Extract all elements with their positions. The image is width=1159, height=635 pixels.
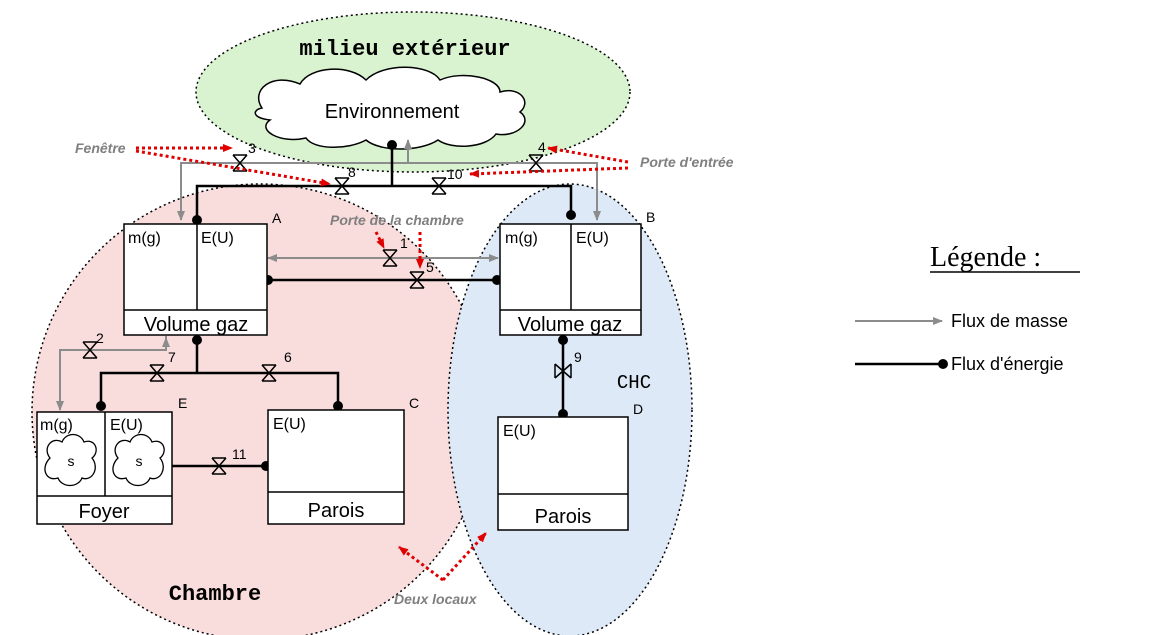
valve-6 [261, 364, 277, 382]
annotation-porte-entree: Porte d'entrée [640, 154, 734, 170]
valve-9-label: 9 [574, 349, 582, 365]
energy-flow-env-B [392, 184, 573, 215]
node-E-name: Foyer [78, 501, 129, 523]
valve-5-label: 5 [426, 259, 434, 275]
dot-B-bottom [558, 335, 568, 345]
valve-11 [211, 457, 227, 475]
node-B-name: Volume gaz [518, 314, 623, 336]
mass-flow-env-A [177, 162, 408, 221]
arrow-fenetre-8 [135, 149, 331, 187]
energy-flow-A-C [197, 371, 340, 406]
node-C-name: Parois [308, 500, 365, 522]
dot-C-top [333, 401, 343, 411]
valve-2 [82, 341, 98, 359]
dot-env [387, 140, 397, 150]
room-label-chambre: Chambre [169, 582, 261, 607]
node-A: m(g) E(U) Volume gaz A [123, 210, 282, 336]
source-cloud-icon-1 [44, 433, 97, 487]
dot-A-bottom [192, 335, 202, 345]
energy-flow-dots [96, 140, 576, 471]
node-D-name: Parois [535, 506, 592, 528]
node-B-energy: E(U) [576, 230, 609, 247]
node-C-letter: C [409, 395, 419, 411]
node-D: E(U) Parois D [497, 401, 643, 531]
valve-8 [334, 177, 350, 195]
legend-title: Légende : [930, 242, 1041, 273]
node-D-box [497, 416, 629, 531]
valve-10 [431, 177, 447, 195]
arrow-chambre-1 [374, 231, 386, 249]
source-cloud-icon-2 [112, 433, 165, 487]
node-D-energy: E(U) [503, 423, 536, 440]
environment-cloud-label: Environnement [325, 101, 460, 123]
legend-energy-dot [938, 359, 948, 369]
dot-E-top [96, 401, 106, 411]
node-D-letter: D [633, 401, 643, 417]
dot-A-top [192, 215, 202, 225]
annotation-porte-chambre: Porte de la chambre [330, 212, 464, 228]
legend-mass-label: Flux de masse [951, 311, 1068, 331]
node-C-energy: E(U) [273, 416, 306, 433]
valve-6-label: 6 [284, 349, 292, 365]
arrow-entree-10 [469, 166, 629, 178]
energy-flow-A-E [99, 371, 197, 406]
valve-2-label: 2 [96, 330, 104, 346]
annotation-deux-locaux: Deux locaux [394, 591, 478, 607]
node-A-box [123, 223, 268, 336]
valve-1-label: 1 [400, 235, 408, 251]
valve-8-label: 8 [348, 164, 356, 180]
node-C: E(U) Parois C [267, 395, 419, 525]
valve-7 [149, 364, 165, 382]
valve-3-label: 3 [248, 140, 256, 156]
node-E-source-2: s [136, 453, 143, 469]
valve-11-label: 11 [232, 446, 247, 462]
room-label-chc: CHC [617, 372, 651, 394]
annotation-fenetre: Fenêtre [75, 140, 126, 156]
legend: Légende : Flux de masse Flux d'énergie [855, 242, 1080, 374]
valve-3 [232, 154, 248, 172]
node-E-letter: E [178, 395, 187, 411]
valve-7-label: 7 [168, 349, 176, 365]
environment-cloud [254, 66, 526, 150]
node-A-mass: m(g) [128, 230, 161, 247]
node-E-source-1: s [68, 453, 75, 469]
node-E: m(g) E(U) s s Foyer E [36, 395, 187, 525]
node-A-letter: A [272, 210, 282, 226]
valve-10-label: 10 [447, 166, 463, 182]
node-E-energy: E(U) [110, 417, 143, 434]
environment-title: milieu extérieur [299, 37, 510, 62]
valve-4-label: 4 [538, 139, 546, 155]
node-B-letter: B [646, 209, 655, 225]
valve-5 [409, 271, 425, 289]
arrow-deux-locaux-right [441, 531, 488, 582]
valve-9 [554, 363, 572, 379]
node-B: m(g) E(U) Volume gaz B [499, 209, 655, 336]
dot-B-top [566, 210, 576, 220]
node-C-box [267, 409, 405, 525]
arrow-entree-4 [547, 145, 629, 164]
node-A-name: Volume gaz [144, 314, 249, 336]
node-B-mass: m(g) [505, 230, 538, 247]
node-E-mass: m(g) [40, 417, 73, 434]
mass-flow-env-B [408, 162, 601, 221]
node-A-energy: E(U) [201, 230, 234, 247]
valve-4 [528, 154, 544, 172]
valve-1 [382, 249, 398, 267]
legend-energy-label: Flux d'énergie [951, 354, 1064, 374]
